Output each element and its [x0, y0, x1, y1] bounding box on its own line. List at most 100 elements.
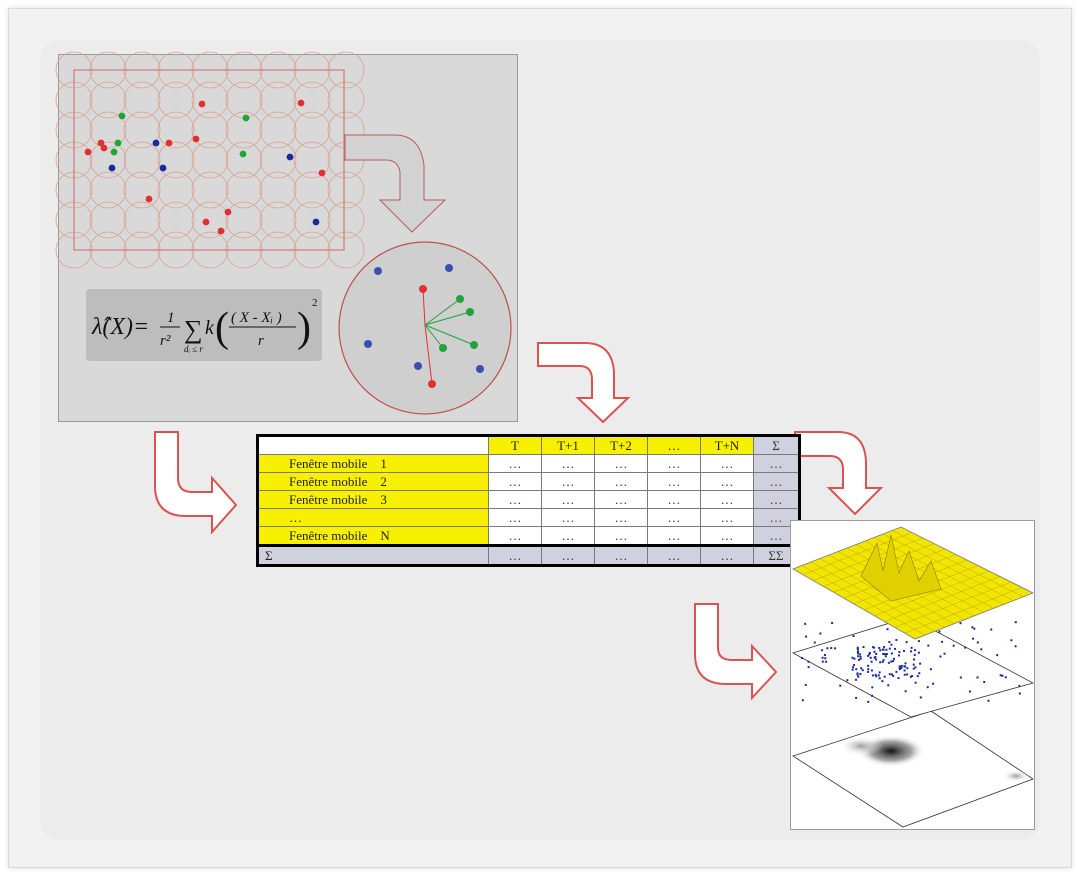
map-point	[910, 650, 913, 653]
window-circle	[157, 111, 195, 149]
distance-line	[424, 324, 475, 346]
map-point	[852, 666, 855, 669]
table-cell: …	[700, 454, 754, 473]
map-point	[900, 664, 903, 667]
window-circle	[293, 171, 331, 209]
map-point	[875, 675, 878, 678]
distance-line	[424, 311, 471, 326]
kernel-k: k	[205, 317, 215, 339]
map-point	[927, 644, 930, 647]
map-point	[859, 655, 862, 658]
row-label: Fenêtre mobile N	[257, 526, 489, 546]
map-point	[883, 675, 886, 678]
map-point	[1010, 639, 1013, 642]
table-row: Fenêtre mobile 3 … … … … … …	[257, 490, 800, 509]
map-point	[903, 665, 906, 668]
window-circle	[293, 81, 331, 119]
table-cell: …	[647, 490, 701, 509]
window-circle	[293, 141, 331, 179]
map-point	[913, 658, 916, 661]
map-point	[856, 646, 859, 649]
event-point	[217, 227, 225, 235]
table-cell: …	[594, 490, 648, 509]
map-point	[879, 661, 882, 664]
column-header: T	[488, 435, 542, 455]
exponent: 2	[312, 297, 318, 309]
layered-maps	[791, 526, 1035, 828]
map-point	[903, 673, 906, 676]
map-point	[1014, 621, 1017, 624]
window-circle	[327, 81, 365, 119]
grid-frame	[73, 69, 345, 251]
outside-point	[414, 362, 422, 370]
window-circle	[259, 81, 297, 119]
row-sum-cell: …	[753, 490, 800, 509]
event-point	[242, 114, 250, 122]
map-point	[853, 657, 856, 660]
window-circle	[157, 201, 195, 239]
map-point	[943, 652, 946, 655]
map-point	[987, 699, 990, 702]
map-point	[910, 646, 913, 649]
map-point	[881, 680, 884, 683]
map-point	[868, 653, 871, 656]
map-point	[872, 646, 875, 649]
curved-arrow-icon	[537, 342, 631, 424]
map-point	[826, 647, 829, 650]
map-point	[855, 668, 858, 671]
map-point	[911, 675, 914, 678]
map-point	[878, 671, 881, 674]
map-point	[853, 664, 856, 667]
map-point	[870, 669, 873, 672]
map-point	[919, 662, 922, 665]
map-point	[904, 690, 907, 693]
map-point	[890, 643, 893, 646]
event-point	[286, 153, 294, 161]
map-point	[813, 641, 816, 644]
sum-cell: …	[700, 544, 754, 566]
map-point	[873, 650, 876, 653]
neighbor-point	[428, 380, 436, 388]
outside-point	[476, 365, 484, 373]
map-point	[959, 676, 962, 679]
window-circle	[191, 111, 229, 149]
map-point	[980, 648, 983, 651]
event-point	[110, 148, 118, 156]
map-point	[881, 660, 884, 663]
map-point	[1018, 692, 1021, 695]
map-point	[819, 632, 822, 635]
event-point	[152, 139, 160, 147]
window-circle	[327, 171, 365, 209]
window-circle	[89, 81, 127, 119]
map-point	[904, 662, 907, 665]
map-point	[898, 665, 901, 668]
row-label: Fenêtre mobile 1	[257, 454, 489, 473]
map-point	[871, 686, 874, 689]
formula-sub: dᵢ ≤ r	[184, 344, 203, 354]
map-point	[914, 681, 917, 684]
event-point	[118, 112, 126, 120]
map-point	[885, 648, 888, 651]
map-point	[851, 668, 854, 671]
map-point	[990, 628, 993, 631]
neighbor-point	[439, 344, 447, 352]
neighborhood-points	[364, 264, 484, 388]
outside-point	[374, 267, 382, 275]
map-point	[916, 675, 919, 678]
column-header: T+N	[700, 435, 754, 455]
map-point	[971, 626, 974, 629]
table-cell: …	[541, 472, 595, 491]
map-point	[857, 652, 860, 655]
map-point	[856, 648, 859, 651]
outside-point	[445, 264, 453, 272]
map-point	[804, 622, 807, 625]
table-cell: …	[541, 526, 595, 546]
map-point	[959, 622, 962, 625]
map-point	[875, 658, 878, 661]
event-point	[100, 144, 108, 152]
map-point	[867, 670, 870, 673]
neighbor-point	[466, 308, 474, 316]
event-point	[202, 218, 210, 226]
window-circle	[191, 81, 229, 119]
